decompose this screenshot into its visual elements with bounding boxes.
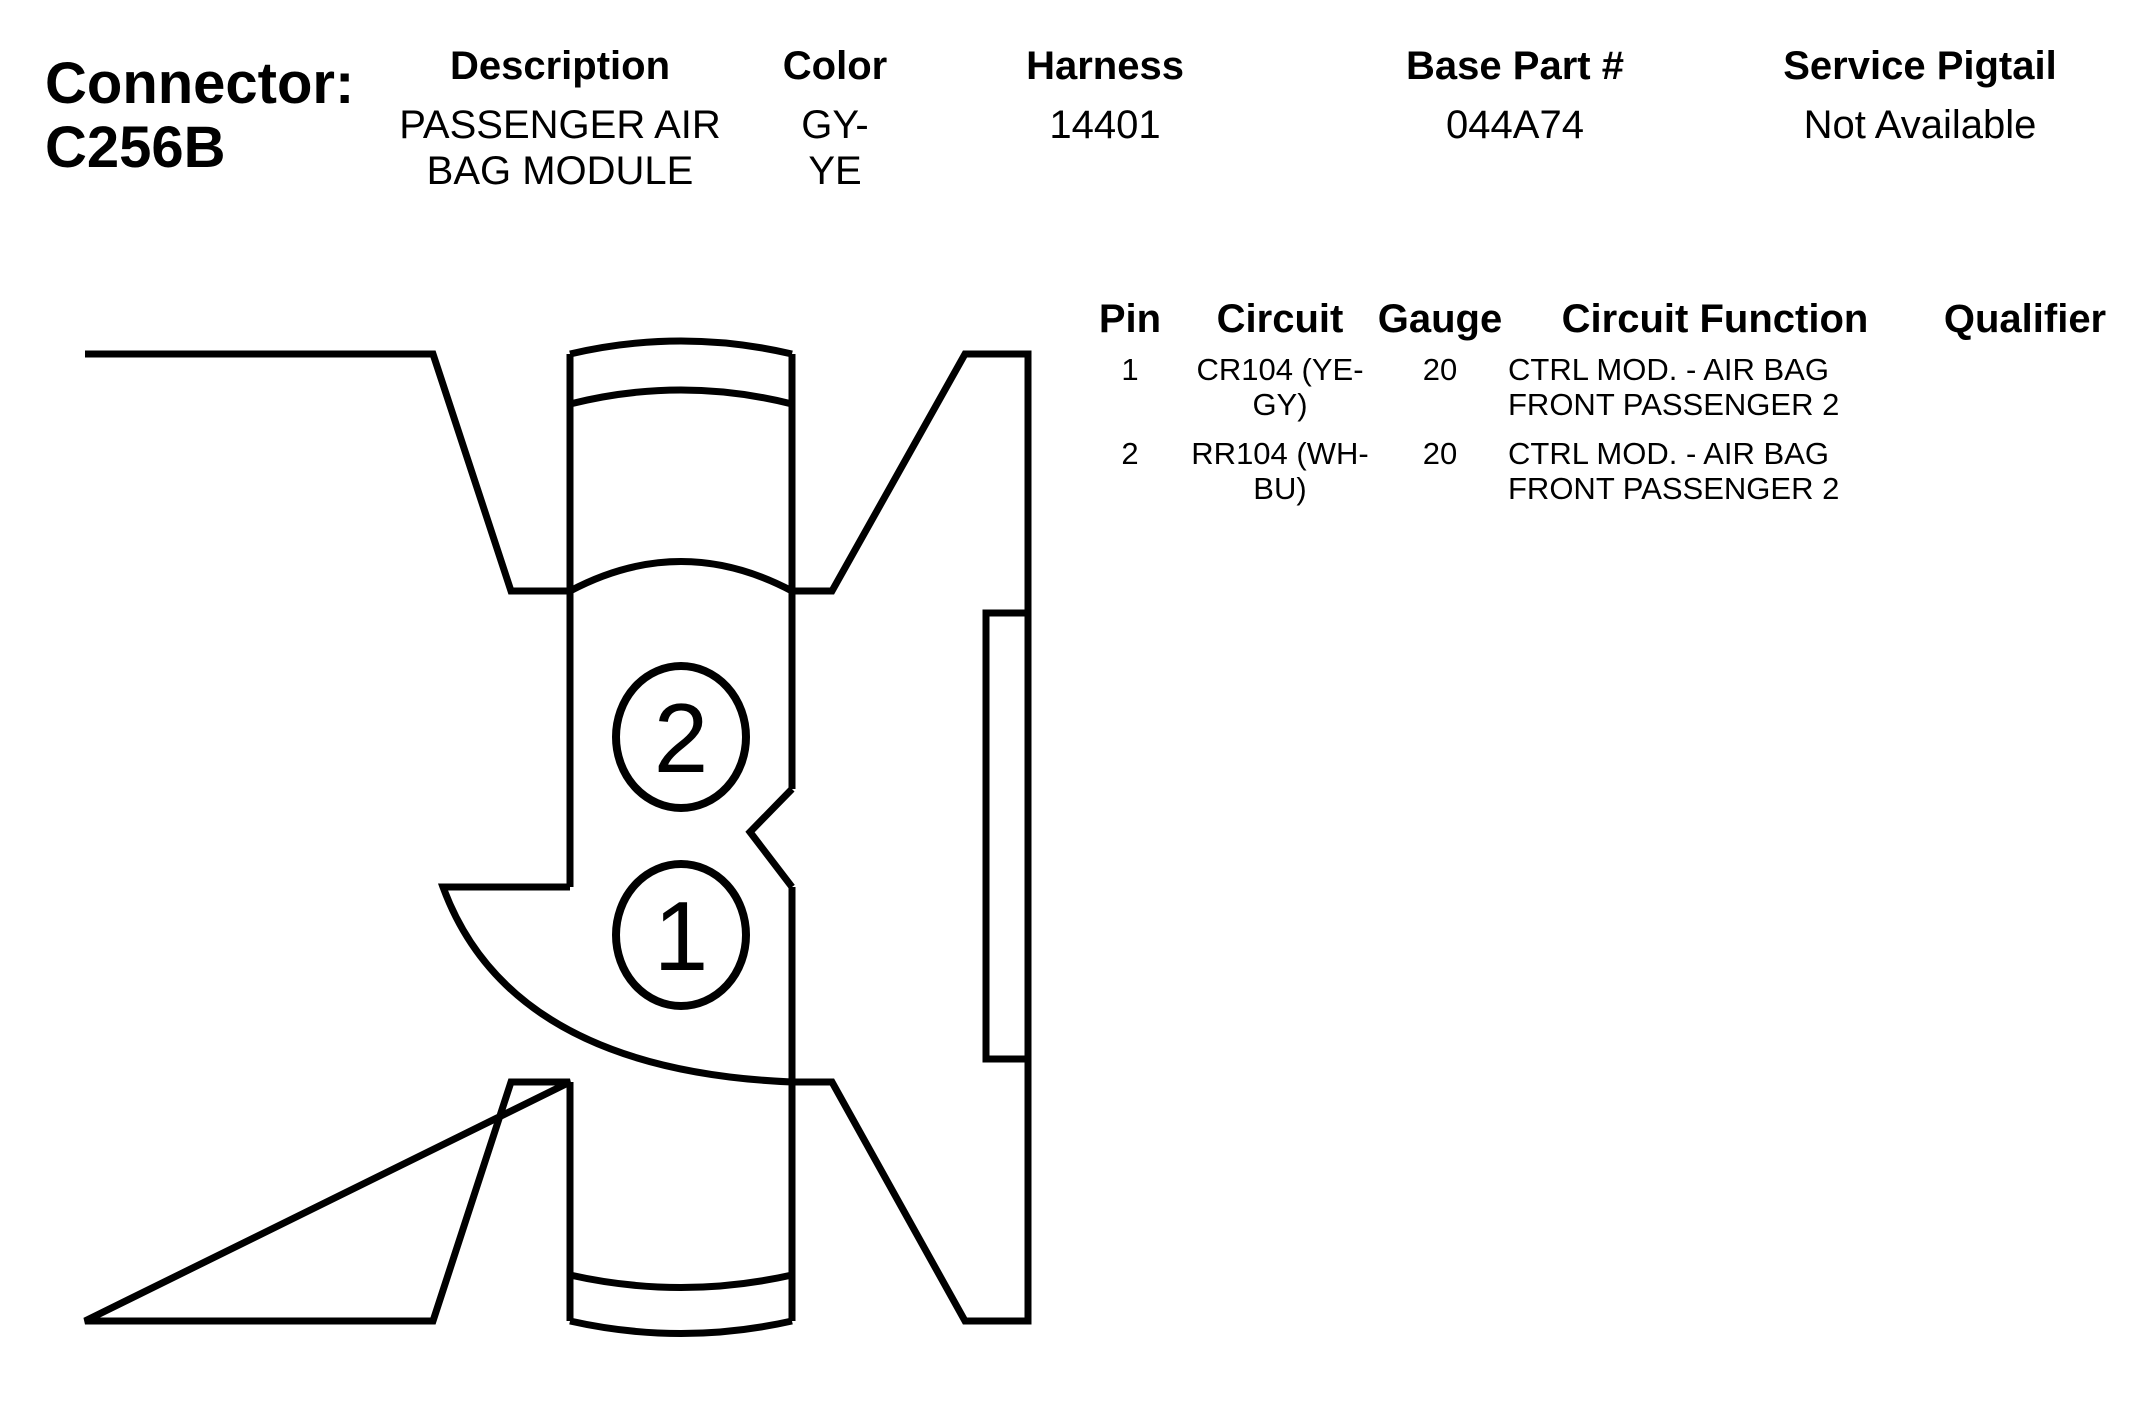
gauge-cell: 20 <box>1422 436 1458 471</box>
description-column: Description PASSENGER AIR BAG MODULE <box>365 43 755 194</box>
circuit-function-line2: FRONT PASSENGER 2 <box>1508 387 1840 422</box>
circuit-function-column-header: Circuit Function <box>1561 297 1869 341</box>
circuit-line2: BU) <box>1253 471 1307 506</box>
service-pigtail-header: Service Pigtail <box>1783 44 2057 88</box>
upper-dome-arc <box>568 558 794 595</box>
bottom-cap-arc-1 <box>569 1271 793 1291</box>
pin-table: Pin Circuit Gauge Circuit Function Quali… <box>1090 296 2130 526</box>
top-cap-arc-2 <box>569 386 793 408</box>
circuit-column-header: Circuit <box>1216 297 1344 341</box>
harness-column: Harness 14401 <box>1000 43 1210 148</box>
table-row: 2 RR104 (WH- BU) 20 CTRL MOD. - AIR BAG … <box>1090 436 2130 508</box>
pin-column-header: Pin <box>1098 297 1162 341</box>
circuit-function-line1: CTRL MOD. - AIR BAG <box>1508 352 1829 387</box>
right-latch-slot <box>982 609 1032 1063</box>
circuit-function-cell: CTRL MOD. - AIR BAG FRONT PASSENGER 2 <box>1508 436 1908 506</box>
description-header: Description <box>449 44 671 88</box>
description-value-line1: PASSENGER AIR <box>399 103 721 147</box>
service-pigtail-value: Not Available <box>1803 103 2037 147</box>
color-value-line2: YE <box>808 149 862 193</box>
color-header: Color <box>782 44 888 88</box>
circuit-cell: CR104 (YE- GY) <box>1180 352 1380 422</box>
color-value-line1: GY- <box>801 103 869 147</box>
base-part-column: Base Part # 044A74 <box>1380 43 1650 148</box>
circuit-function-cell: CTRL MOD. - AIR BAG FRONT PASSENGER 2 <box>1508 352 1908 422</box>
harness-value: 14401 <box>1049 103 1161 147</box>
base-part-value: 044A74 <box>1446 103 1584 147</box>
base-part-header: Base Part # <box>1406 44 1624 88</box>
connector-housing-right <box>792 350 1032 1325</box>
service-pigtail-column: Service Pigtail Not Available <box>1760 43 2080 148</box>
circuit-cell: RR104 (WH- BU) <box>1180 436 1380 506</box>
pin-cavity-2 <box>612 662 750 812</box>
top-cap-arc-1 <box>569 337 793 358</box>
gauge-column-header: Gauge <box>1377 297 1503 341</box>
table-row: 1 CR104 (YE- GY) 20 CTRL MOD. - AIR BAG … <box>1090 352 2130 424</box>
pin-number: 1 <box>1121 352 1139 387</box>
pin-cavity-1 <box>612 860 750 1010</box>
keying-notch <box>745 786 795 890</box>
connector-title: Connector: C256B <box>45 52 354 180</box>
description-value-line2: BAG MODULE <box>426 149 694 193</box>
circuit-line2: GY) <box>1252 387 1308 422</box>
qualifier-column-header: Qualifier <box>1943 297 2107 341</box>
harness-header: Harness <box>1026 44 1184 88</box>
pin-number: 2 <box>1121 436 1139 471</box>
circuit-function-line2: FRONT PASSENGER 2 <box>1508 471 1840 506</box>
circuit-function-line1: CTRL MOD. - AIR BAG <box>1508 436 1829 471</box>
gauge-cell: 20 <box>1422 352 1458 387</box>
lower-sweep-arc <box>437 883 793 1086</box>
connector-id: C256B <box>45 115 226 180</box>
connector-label: Connector: <box>45 51 355 116</box>
circuit-line1: CR104 (YE- <box>1196 352 1364 387</box>
pin-label-2: 2 <box>654 683 709 793</box>
pin-label-1: 1 <box>654 881 709 991</box>
color-column: Color GY- YE <box>755 43 915 194</box>
circuit-line1: RR104 (WH- <box>1191 436 1369 471</box>
connector-housing-outline <box>83 350 572 1325</box>
bottom-cap-arc-2 <box>569 1317 793 1337</box>
